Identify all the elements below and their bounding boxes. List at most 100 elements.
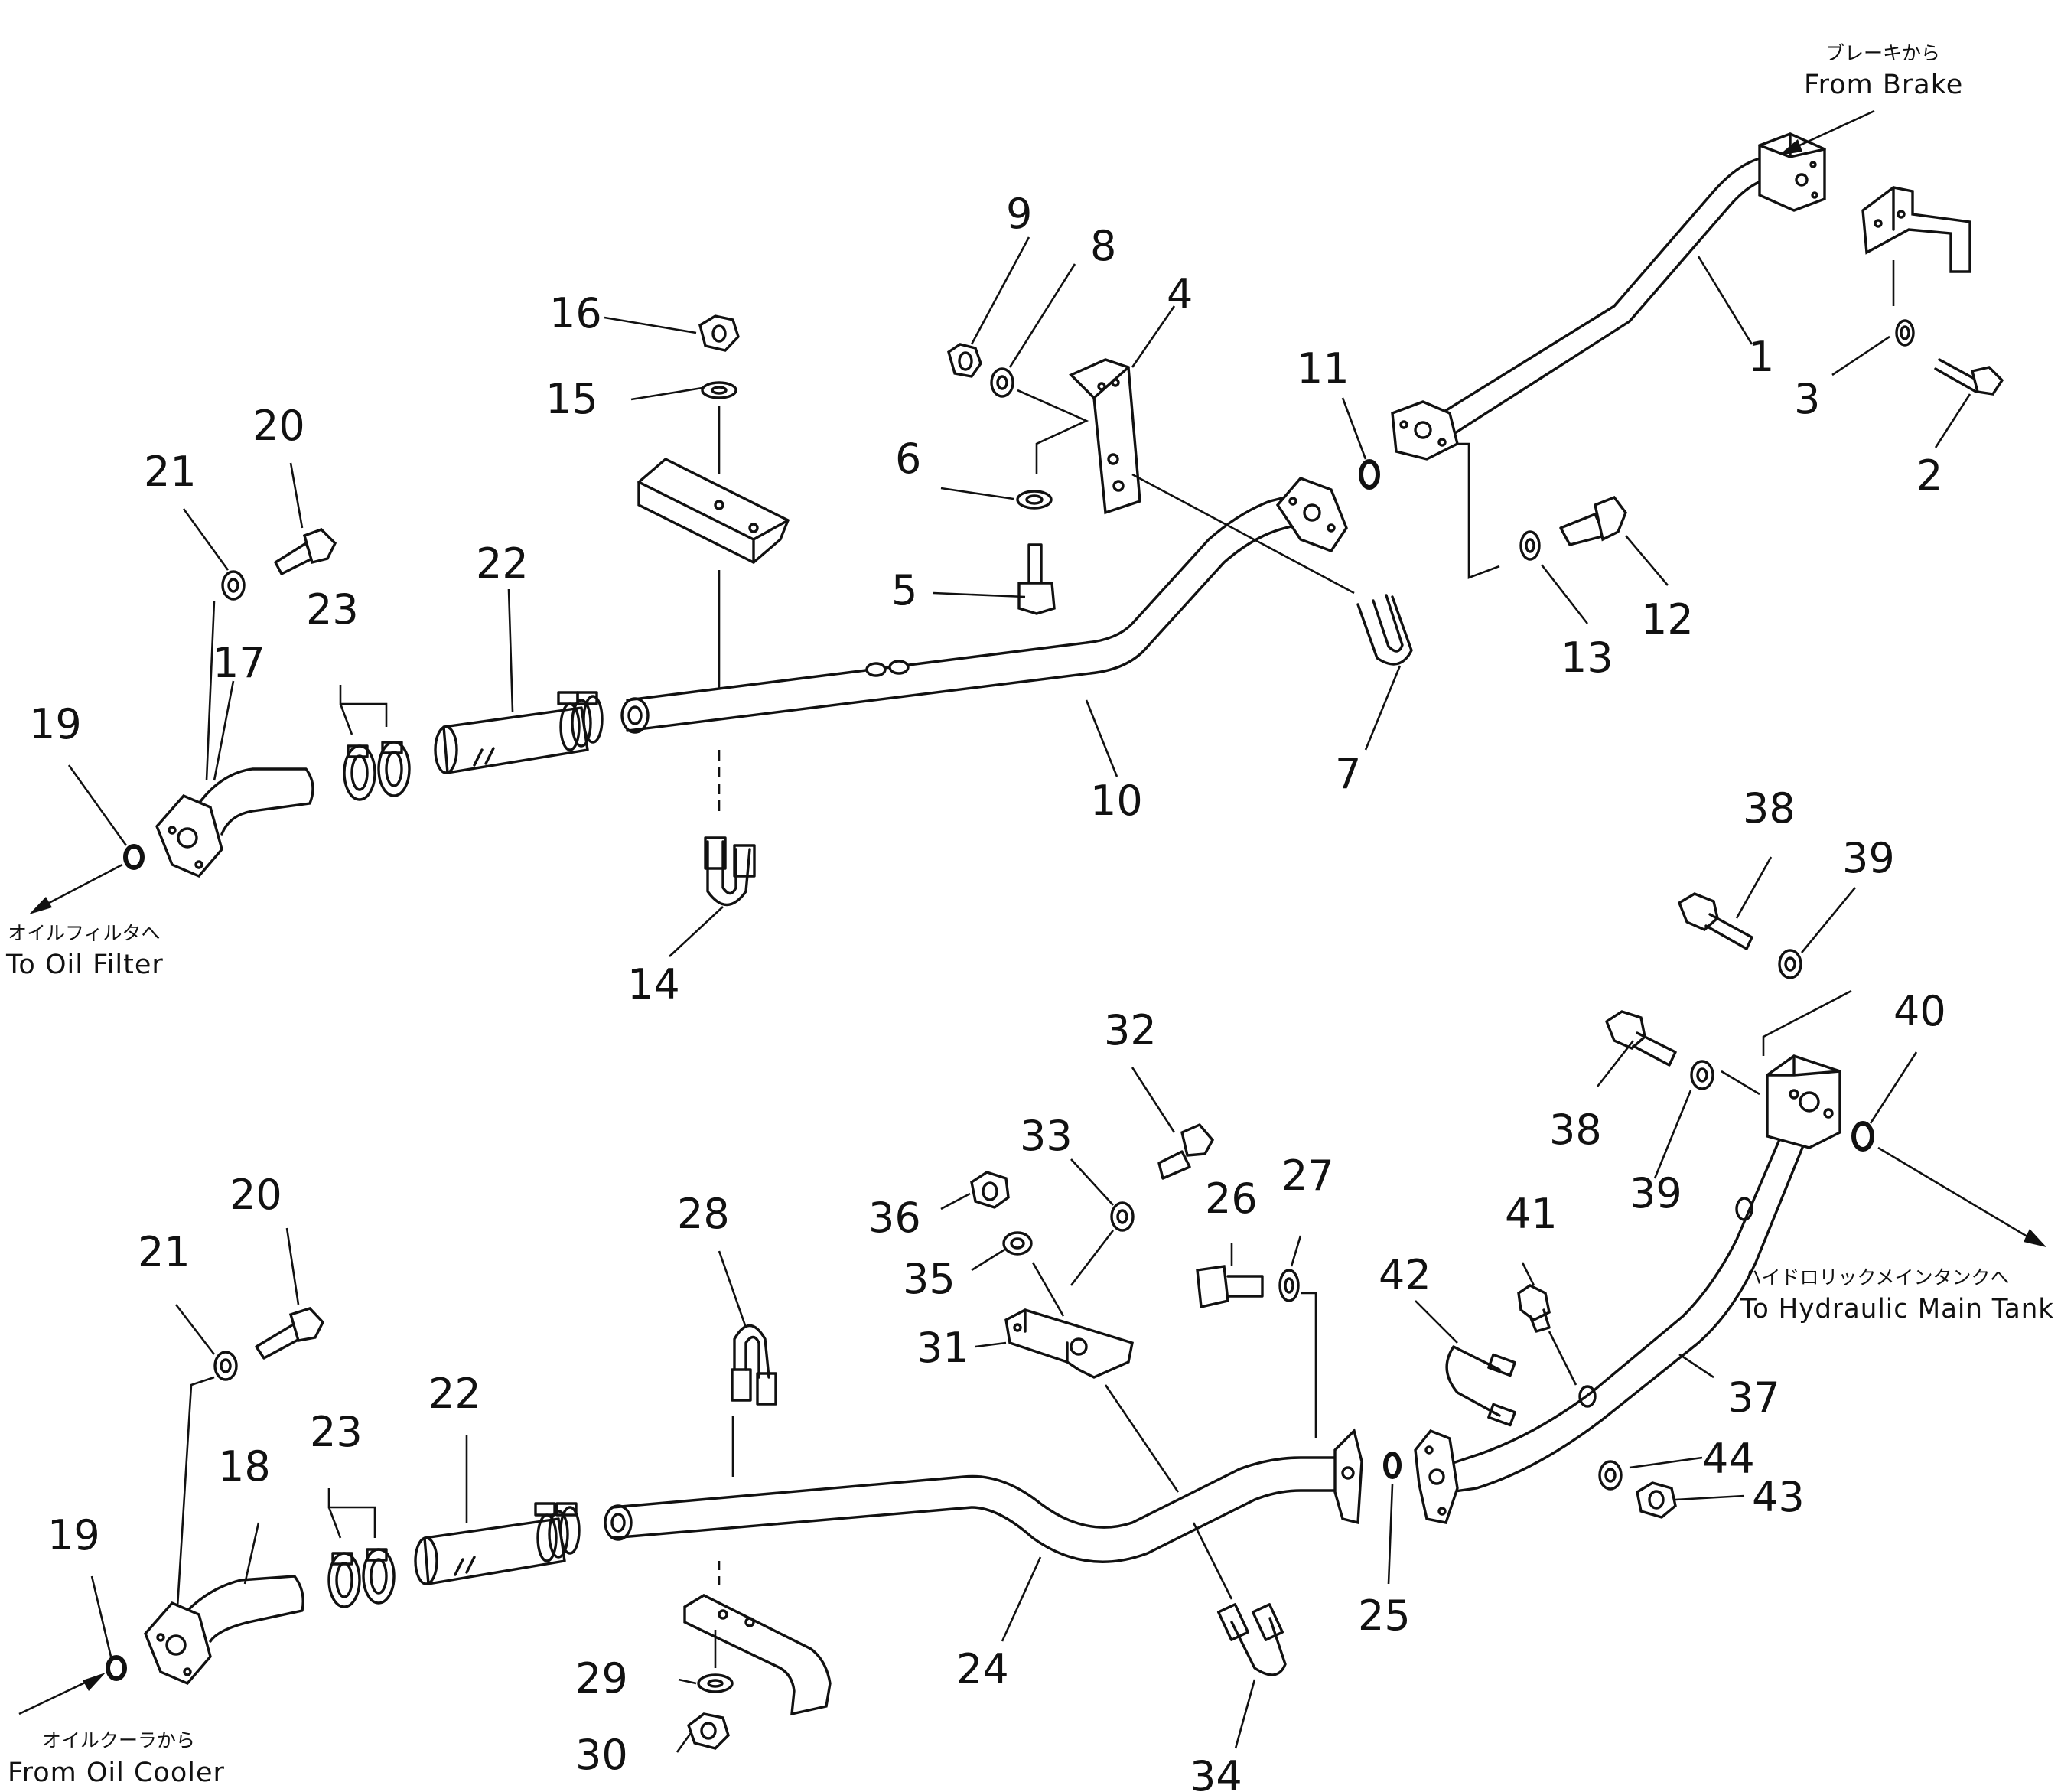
part-7-u-bolt bbox=[1356, 594, 1413, 666]
part-39-washer-upper bbox=[1778, 949, 1802, 979]
callout-27: 27 bbox=[1281, 1152, 1334, 1200]
part-12-bolt bbox=[1559, 495, 1627, 546]
part-23-clamps bbox=[343, 741, 411, 801]
callout-14: 14 bbox=[627, 960, 680, 1008]
part-15-washer bbox=[701, 381, 737, 399]
callout-19-lower: 19 bbox=[47, 1511, 100, 1559]
part-24-flange bbox=[1333, 1428, 1363, 1525]
part-41-plug bbox=[1517, 1284, 1551, 1333]
callout-13: 13 bbox=[1561, 634, 1613, 682]
part-10-flange bbox=[1275, 476, 1348, 553]
part-19-o-ring bbox=[123, 844, 145, 870]
callout-10: 10 bbox=[1090, 777, 1143, 825]
callout-42: 42 bbox=[1379, 1251, 1431, 1299]
to-oil-filter-jp: オイルフィルタへ bbox=[8, 922, 161, 944]
part-22-hose-lower bbox=[414, 1502, 581, 1585]
part-1-flange-block bbox=[1758, 132, 1826, 212]
part-35-washer bbox=[1002, 1231, 1033, 1256]
part-34-u-bolt bbox=[1216, 1603, 1287, 1676]
part-17-elbow bbox=[155, 767, 314, 878]
part-43-nut bbox=[1636, 1481, 1677, 1519]
part-30-nut bbox=[686, 1712, 730, 1750]
from-brake-jp: ブレーキから bbox=[1825, 42, 1940, 64]
to-oil-filter-en: To Oil Filter bbox=[5, 950, 164, 980]
part-31-bracket bbox=[1004, 1308, 1134, 1379]
callout-19: 19 bbox=[29, 700, 82, 748]
callout-35: 35 bbox=[903, 1255, 956, 1303]
callout-17: 17 bbox=[213, 639, 265, 687]
part-40-o-ring bbox=[1851, 1121, 1874, 1152]
callout-38: 38 bbox=[1743, 784, 1796, 832]
callout-7: 7 bbox=[1335, 750, 1361, 798]
callout-33: 33 bbox=[1020, 1112, 1073, 1160]
callout-24: 24 bbox=[956, 1645, 1009, 1693]
callout-21-lower: 21 bbox=[138, 1228, 190, 1276]
callout-28: 28 bbox=[677, 1190, 730, 1238]
callout-31: 31 bbox=[917, 1324, 969, 1372]
callout-leaders bbox=[67, 236, 1971, 1753]
part-18-elbow bbox=[144, 1575, 304, 1686]
part-29-clamp-plate bbox=[683, 1594, 832, 1716]
part-26-bolt bbox=[1196, 1265, 1264, 1309]
callout-37: 37 bbox=[1727, 1373, 1780, 1422]
label-to-oil-filter: オイルフィルタへ To Oil Filter bbox=[5, 922, 164, 980]
part-25-o-ring bbox=[1383, 1452, 1402, 1479]
part-37-flange bbox=[1414, 1429, 1459, 1524]
part-27-washer bbox=[1278, 1269, 1300, 1302]
part-8-washer bbox=[990, 367, 1014, 398]
callout-18: 18 bbox=[218, 1442, 271, 1491]
part-6-washer bbox=[1016, 490, 1053, 510]
part-44-washer bbox=[1598, 1460, 1623, 1491]
callout-23: 23 bbox=[306, 585, 359, 634]
callout-9: 9 bbox=[1006, 190, 1032, 238]
to-hydraulic-tank-arrow bbox=[1877, 1146, 2046, 1247]
from-oil-cooler-jp: オイルクーラから bbox=[42, 1729, 195, 1751]
label-from-brake: ブレーキから From Brake bbox=[1804, 42, 1962, 100]
callout-3: 3 bbox=[1794, 375, 1820, 423]
part-37-block bbox=[1766, 1054, 1841, 1149]
part-37-pipe bbox=[1444, 1131, 1807, 1494]
part-32-bolt bbox=[1157, 1122, 1215, 1180]
callout-2: 2 bbox=[1916, 451, 1942, 500]
from-brake-arrow bbox=[1779, 109, 1875, 155]
callout-15: 15 bbox=[545, 375, 598, 423]
callout-6: 6 bbox=[895, 435, 921, 483]
from-oil-cooler-en: From Oil Cooler bbox=[8, 1758, 225, 1788]
part-11-o-ring bbox=[1359, 459, 1380, 490]
callout-34: 34 bbox=[1190, 1752, 1242, 1792]
callout-25: 25 bbox=[1358, 1592, 1411, 1640]
callout-21: 21 bbox=[144, 448, 197, 496]
callout-20-lower: 20 bbox=[230, 1171, 282, 1219]
to-hydraulic-tank-jp: ハイドロリックメインタンクへ bbox=[1743, 1266, 2010, 1289]
callout-11: 11 bbox=[1297, 344, 1350, 393]
part-33-washer bbox=[1110, 1201, 1135, 1232]
part-1-bracket bbox=[1861, 186, 1971, 273]
part-36-nut bbox=[970, 1171, 1010, 1209]
callout-5: 5 bbox=[891, 566, 917, 614]
callout-32: 32 bbox=[1104, 1006, 1157, 1054]
part-10-pipe bbox=[620, 492, 1317, 734]
callout-30: 30 bbox=[575, 1731, 628, 1779]
to-oil-filter-arrow bbox=[29, 863, 123, 914]
label-from-oil-cooler: オイルクーラから From Oil Cooler bbox=[8, 1729, 225, 1788]
part-16-nut bbox=[698, 314, 740, 352]
part-28-u-bolt bbox=[731, 1324, 777, 1406]
callout-labels: 1 2 3 4 5 6 7 8 9 10 11 12 13 14 15 16 1… bbox=[29, 190, 1946, 1792]
part-21-washer bbox=[221, 570, 246, 601]
callout-20: 20 bbox=[252, 402, 305, 450]
part-21-washer-lower bbox=[213, 1351, 238, 1381]
from-oil-cooler-arrow bbox=[18, 1673, 106, 1715]
callout-39-lower: 39 bbox=[1630, 1169, 1682, 1217]
part-22-hose bbox=[434, 691, 604, 774]
part-1-pipe bbox=[1391, 155, 1776, 461]
part-20-bolt-lower bbox=[255, 1307, 325, 1360]
part-23-clamps-lower bbox=[327, 1548, 396, 1608]
callout-23-lower: 23 bbox=[310, 1408, 363, 1456]
part-5-bolt bbox=[1017, 543, 1056, 615]
part-38-bolt-lower bbox=[1604, 1010, 1677, 1067]
part-9-nut bbox=[947, 343, 982, 378]
callout-39: 39 bbox=[1842, 834, 1895, 882]
callout-36: 36 bbox=[868, 1194, 921, 1242]
callout-29: 29 bbox=[575, 1654, 628, 1702]
